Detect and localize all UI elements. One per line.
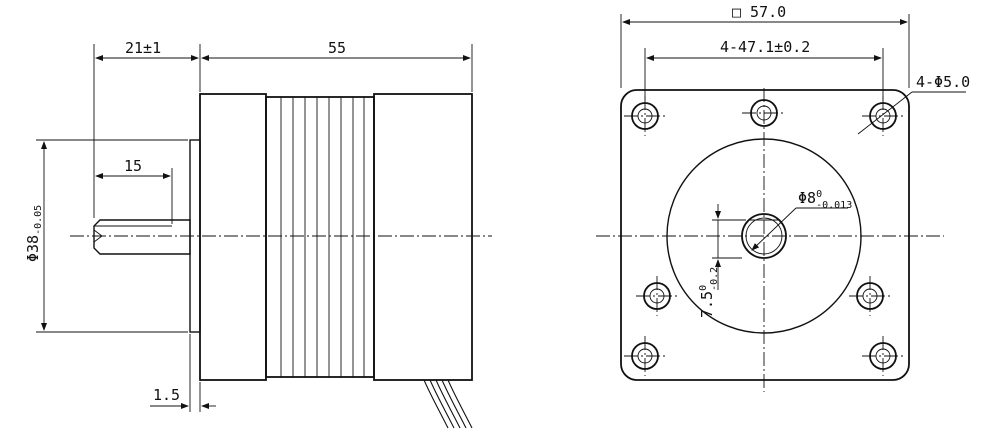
dim-label-21: 21±1 <box>125 39 161 57</box>
shaft-chamfer-mark <box>93 229 103 243</box>
mounting-hole-tr <box>862 96 904 136</box>
dim-shaft-length: 21±1 <box>93 39 201 218</box>
dim-boss-thickness: 1.5 <box>150 334 216 412</box>
dim-label-15: 15 <box>124 157 142 175</box>
square-flange <box>620 89 910 381</box>
front-shaft <box>741 213 787 259</box>
dim-label-57: □ 57.0 <box>732 3 786 21</box>
leader-shaft-dim: Φ80-0.013 <box>751 189 852 251</box>
mounting-hole-tl <box>624 96 666 136</box>
dim-label-55: 55 <box>328 39 346 57</box>
screw-hole-right <box>849 276 891 316</box>
dim-body-length: 55 <box>201 39 473 92</box>
dim-label-7-5: 7.50-0.2 <box>698 267 720 318</box>
dim-bolt-spacing: 4-47.1±0.2 <box>644 38 884 100</box>
dim-label-1-5: 1.5 <box>153 386 180 404</box>
front-view: □ 57.0 4-47.1±0.2 4-Φ5.0 Φ80-0.013 <box>596 3 970 392</box>
front-shaft-inner <box>745 217 783 255</box>
dim-label-4-d5: 4-Φ5.0 <box>916 73 970 91</box>
screw-hole-left <box>636 276 678 316</box>
dim-flat-length: 15 <box>95 157 173 224</box>
dim-label-d38: Φ38-0.05 <box>24 205 44 262</box>
dim-label-d8: Φ80-0.013 <box>798 189 852 211</box>
leader-hole-dim: 4-Φ5.0 <box>857 73 970 135</box>
lead-wires <box>423 379 473 429</box>
side-view: 21±1 55 15 Φ38-0.05 <box>24 39 492 429</box>
ribbed-body <box>265 96 375 378</box>
screw-hole-top <box>742 99 786 127</box>
mounting-hole-br <box>862 336 904 376</box>
body-ribs <box>280 97 365 377</box>
dim-pilot-diameter: Φ38-0.05 <box>24 139 188 333</box>
dim-square-size: □ 57.0 <box>620 3 910 88</box>
front-flange <box>199 93 267 381</box>
shaft <box>93 219 191 255</box>
rear-cap <box>373 93 473 381</box>
front-boss-circle <box>666 138 862 334</box>
mounting-hole-bl <box>624 336 666 376</box>
dim-label-47-1: 4-47.1±0.2 <box>720 38 810 56</box>
dim-shaft-flat: 7.50-0.2 <box>698 204 746 318</box>
